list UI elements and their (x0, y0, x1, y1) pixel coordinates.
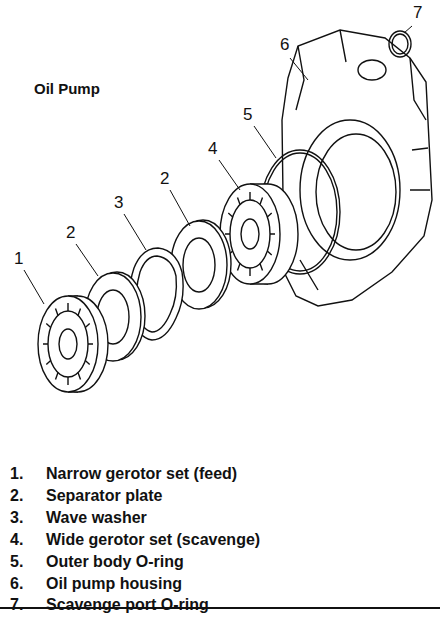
callout-number: 2 (160, 170, 169, 189)
leader-line (124, 214, 146, 250)
figure-title: Oil Pump (34, 81, 100, 98)
list-number: 4. (10, 531, 23, 549)
leader-line (219, 160, 240, 190)
separator-plate-hole (183, 238, 215, 292)
leader-line (290, 58, 308, 80)
leader-line (24, 270, 44, 304)
wide-gerotor-inner (230, 200, 270, 268)
callout-number: 7 (413, 4, 422, 23)
scavenge-o-ring-inner (392, 34, 408, 54)
leader-line (76, 244, 98, 276)
leader-line (254, 126, 276, 158)
callout-number: 4 (208, 140, 217, 159)
housing-bore-inner (316, 134, 396, 250)
scavenge-o-ring (389, 31, 411, 57)
narrow-gerotor-inner (48, 311, 88, 377)
part-name: Oil pump housing (46, 575, 182, 593)
scavenge-port (358, 60, 386, 80)
callout-number: 3 (114, 194, 123, 213)
narrow-gerotor-face (38, 296, 98, 392)
pump-housing (282, 30, 432, 306)
part-name: Outer body O-ring (46, 553, 184, 571)
leader-line (404, 26, 412, 33)
callout-number: 2 (66, 224, 75, 243)
part-name: Scavenge port O-ring (46, 596, 209, 614)
callout-number: 5 (243, 106, 252, 125)
narrow-gerotor-teeth (43, 303, 93, 385)
callout-number: 6 (280, 36, 289, 55)
list-number: 1. (10, 465, 23, 483)
housing-edge (296, 30, 426, 120)
housing-bore (300, 120, 400, 260)
part-name: Narrow gerotor set (feed) (46, 465, 237, 483)
leader-lines (24, 26, 412, 304)
list-number: 6. (10, 575, 23, 593)
part-name: Separator plate (46, 487, 162, 505)
callout-number: 1 (14, 250, 23, 269)
list-number: 2. (10, 487, 23, 505)
part-name: Wave washer (46, 509, 147, 527)
wide-gerotor-teeth (225, 192, 275, 276)
list-number: 3. (10, 509, 23, 527)
list-number: 5. (10, 553, 23, 571)
leader-line (170, 190, 190, 226)
gerotor-tooth (225, 192, 275, 276)
part-name: Wide gerotor set (scavenge) (46, 531, 260, 549)
wide-gerotor-hub (241, 219, 259, 249)
narrow-gerotor-hub (59, 329, 77, 359)
housing-boss (300, 148, 430, 290)
gerotor-tooth (43, 303, 93, 385)
list-number: 7. (10, 596, 23, 614)
